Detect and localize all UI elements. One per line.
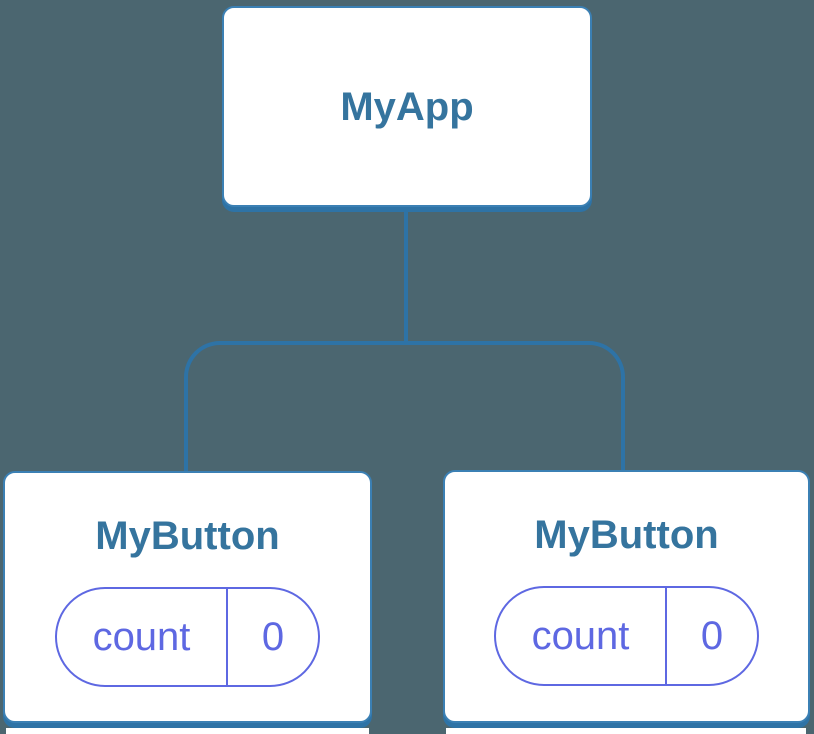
state-pill-divider-right [665, 588, 667, 684]
state-pill-right: count 0 [494, 586, 759, 686]
clipped-box-edge-left [6, 728, 369, 734]
node-label-mybutton-right: MyButton [534, 513, 719, 557]
component-node-mybutton-left: MyButton count 0 [3, 471, 372, 723]
node-label-mybutton-left: MyButton [95, 514, 280, 558]
state-pill-left: count 0 [55, 587, 320, 687]
state-name-left: count [92, 614, 191, 659]
children-connector-bracket [184, 341, 625, 471]
component-node-mybutton-right: MyButton count 0 [443, 470, 810, 723]
root-connector-line [404, 210, 408, 345]
state-name-right: count [531, 613, 630, 658]
state-value-right: 0 [700, 613, 724, 658]
component-node-myapp: MyApp [222, 6, 592, 207]
state-value-left: 0 [261, 614, 285, 659]
state-pill-divider-left [226, 589, 228, 685]
node-label-myapp: MyApp [340, 84, 474, 129]
clipped-box-edge-right [446, 728, 806, 734]
